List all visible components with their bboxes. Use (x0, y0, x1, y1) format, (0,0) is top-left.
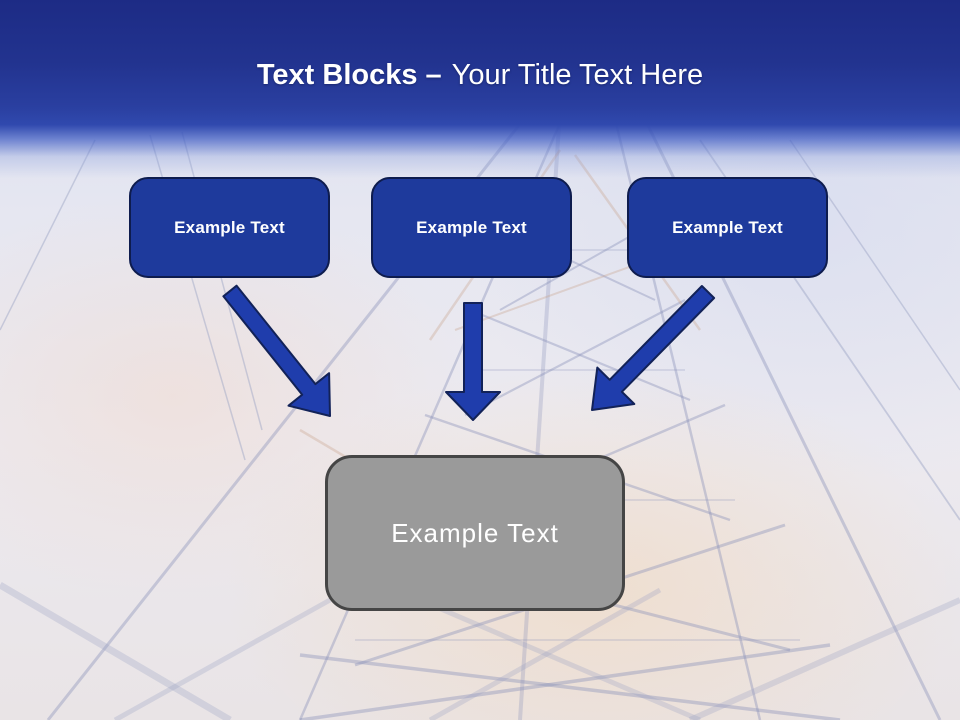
title-emphasis: Text Blocks – (256, 59, 442, 91)
text-block-2-label: Example Text (416, 217, 527, 237)
text-block-3: Example Text (627, 177, 828, 278)
text-block-1: Example Text (129, 177, 330, 278)
text-block-1-label: Example Text (174, 217, 285, 237)
result-block: Example Text (325, 455, 625, 611)
text-block-2: Example Text (371, 177, 572, 278)
title-rest: Your Title Text Here (451, 59, 704, 91)
header-band (0, 0, 960, 178)
page-title: Text Blocks – Your Title Text Here (0, 56, 960, 96)
text-block-3-label: Example Text (672, 217, 783, 237)
result-block-label: Example Text (391, 517, 559, 548)
